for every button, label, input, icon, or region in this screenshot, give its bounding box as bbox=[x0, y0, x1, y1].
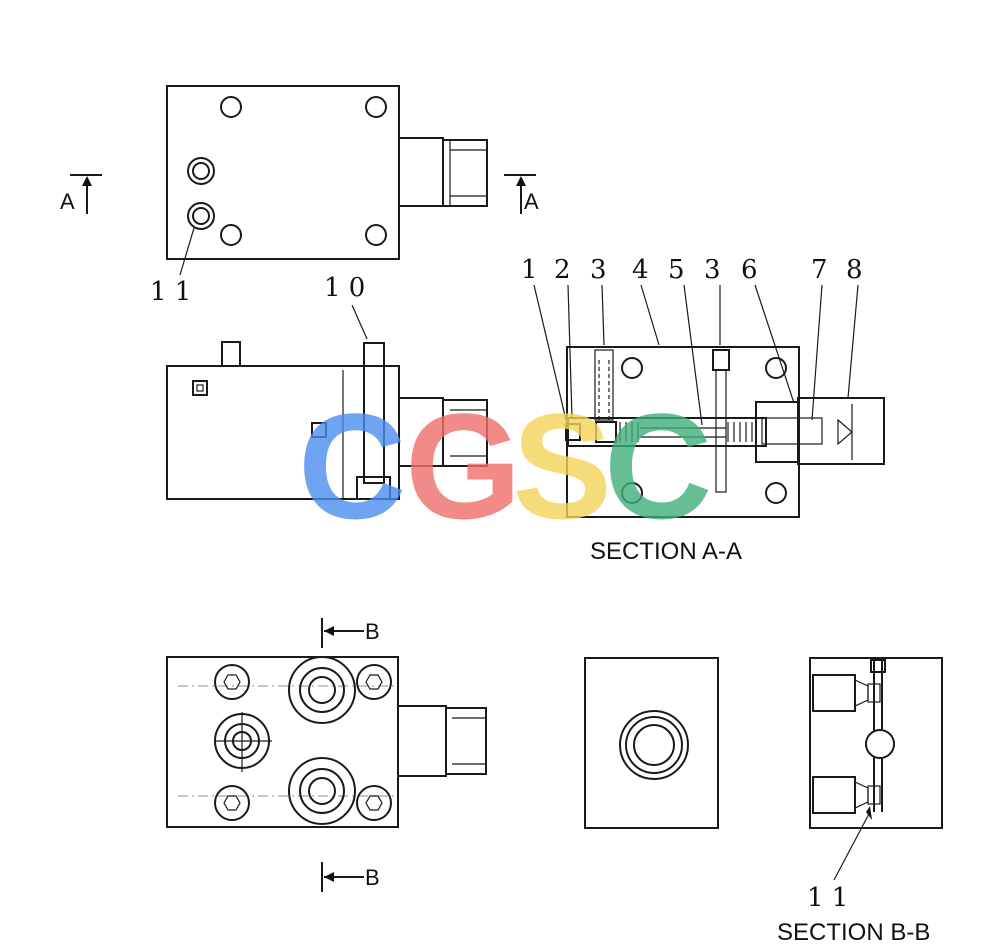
plug bbox=[311, 422, 327, 438]
section-aa-title: SECTION A-A bbox=[590, 538, 742, 565]
section-bb: 1 1 SECTION B-B bbox=[777, 657, 943, 944]
section-mark-b-bottom: B bbox=[365, 865, 380, 890]
leader-11 bbox=[179, 227, 195, 276]
plug-inner bbox=[192, 162, 210, 180]
label-11-section-bb: 1 1 bbox=[807, 883, 848, 913]
plug-inner bbox=[192, 207, 210, 225]
section-aa: 1 2 3 4 5 3 6 7 8 SECTION A-A bbox=[521, 255, 885, 565]
label-part-1: 1 bbox=[521, 255, 538, 285]
label-11-top: 1 1 bbox=[150, 277, 191, 307]
label-part-3b: 3 bbox=[704, 255, 721, 285]
lever-10 bbox=[363, 342, 385, 484]
watermark-letter-g: G bbox=[405, 382, 522, 550]
label-part-5: 5 bbox=[668, 255, 685, 285]
section-mark-a-left: A bbox=[60, 189, 75, 214]
front-view: 1 0 bbox=[166, 273, 488, 500]
section-bb-body bbox=[809, 657, 943, 829]
spool-bore bbox=[567, 417, 767, 447]
label-10: 1 0 bbox=[324, 273, 365, 303]
watermark-logo: C G S C bbox=[298, 382, 712, 550]
label-part-7: 7 bbox=[811, 255, 828, 285]
plug-outer bbox=[187, 157, 215, 185]
lever-foot bbox=[356, 476, 391, 500]
section-mark-a-right: A bbox=[524, 189, 539, 214]
label-part-6: 6 bbox=[741, 255, 758, 285]
label-part-3: 3 bbox=[590, 255, 607, 285]
label-part-8: 8 bbox=[846, 255, 863, 285]
cartridge-ports bbox=[214, 656, 356, 825]
mount-hole bbox=[365, 224, 387, 246]
plug-outer bbox=[187, 202, 215, 230]
leader-11-bb bbox=[833, 811, 871, 881]
bottom-view: B B bbox=[166, 618, 487, 892]
mount-hole bbox=[365, 96, 387, 118]
watermark-letter-c: C bbox=[298, 382, 406, 550]
fitting-hex bbox=[442, 399, 488, 467]
label-part-4: 4 bbox=[632, 255, 649, 285]
label-part-2: 2 bbox=[554, 255, 571, 285]
watermark-letter-c2: C bbox=[604, 382, 712, 550]
top-boss bbox=[221, 341, 241, 367]
plug bbox=[192, 380, 208, 396]
bolt-heads bbox=[214, 664, 392, 821]
mount-hole bbox=[220, 96, 242, 118]
fitting-neck bbox=[398, 137, 444, 207]
top-view-body bbox=[166, 85, 400, 260]
side-view-body bbox=[584, 657, 719, 829]
leader-10 bbox=[351, 304, 368, 340]
fitting-hex bbox=[442, 139, 488, 207]
side-view bbox=[584, 657, 719, 829]
bottom-view-body bbox=[166, 656, 399, 828]
section-aa-part-labels: 1 2 3 4 5 3 6 7 8 bbox=[521, 255, 863, 285]
watermark-letter-s: S bbox=[512, 382, 612, 550]
mount-hole bbox=[220, 224, 242, 246]
section-bb-title: SECTION B-B bbox=[777, 919, 930, 944]
top-view: 1 1 A A bbox=[60, 85, 539, 307]
section-mark-b-top: B bbox=[365, 619, 380, 644]
